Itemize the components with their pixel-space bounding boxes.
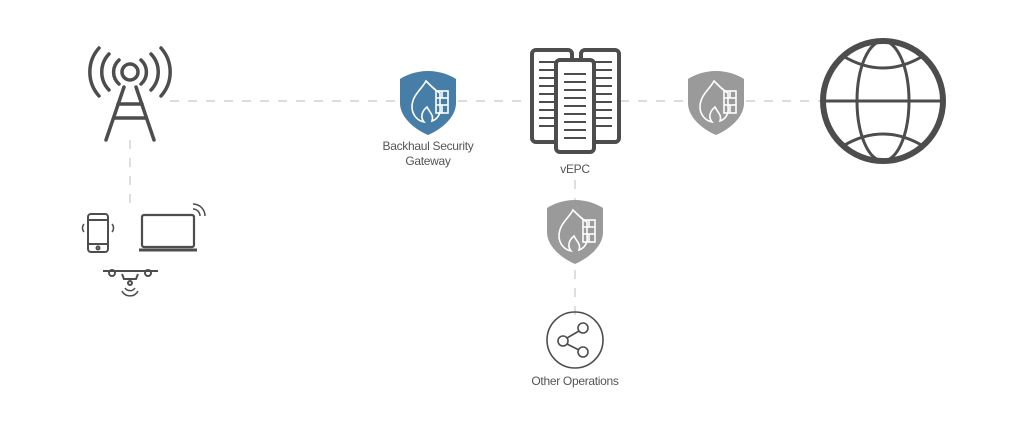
smartphone-icon: [81, 213, 115, 253]
drone-icon: [103, 269, 158, 297]
vepc-server-icon: [530, 48, 621, 154]
share-network-icon: [546, 311, 604, 369]
vepc-label: vEPC: [560, 162, 590, 176]
other-operations-label: Other Operations: [531, 374, 619, 388]
operations-firewall-icon: [546, 199, 604, 265]
laptop-icon: [139, 203, 206, 252]
internet-firewall-icon: [687, 70, 745, 136]
cell-tower-icon: [88, 46, 172, 142]
label-line-2: Gateway: [405, 154, 451, 168]
globe-icon: [820, 38, 946, 164]
label-line-1: Backhaul Security: [382, 139, 474, 153]
backhaul-security-gateway-firewall-icon: [399, 70, 457, 136]
backhaul-gateway-label: Backhaul Security Gateway: [358, 139, 498, 169]
